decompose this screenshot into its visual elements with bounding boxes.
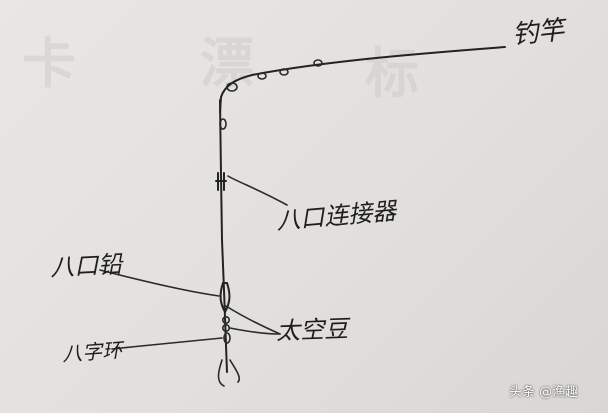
main-line <box>219 99 228 373</box>
leader-bean-lower <box>229 327 281 335</box>
label-swivel: 八字环 <box>61 337 123 367</box>
watermark-char-2: 漂 <box>200 31 254 95</box>
swivel-shape <box>223 332 231 344</box>
leader-bean-upper <box>225 305 281 335</box>
rod-guide-ring <box>257 72 267 80</box>
rod-guide-ring <box>226 82 238 92</box>
label-rod: 钓竿 <box>510 15 566 51</box>
leader-connector <box>227 175 288 206</box>
rod-guide-ring <box>279 68 289 76</box>
label-bean: 太空豆 <box>275 314 349 346</box>
watermark-char-1: 卡 <box>22 31 76 95</box>
sinker-shape <box>219 282 231 313</box>
credit-watermark: 头条 @渔趣 <box>509 385 579 400</box>
bean-shape <box>222 315 231 324</box>
hook-left <box>217 359 225 387</box>
rod-guide-ring <box>313 59 323 67</box>
leader-sinker <box>99 269 220 297</box>
hook-right <box>229 359 241 383</box>
label-sinker: 八口铅 <box>49 250 123 282</box>
watermark-char-3: 标 <box>365 41 419 105</box>
leader-swivel <box>111 337 223 350</box>
connector-shape <box>215 172 227 191</box>
